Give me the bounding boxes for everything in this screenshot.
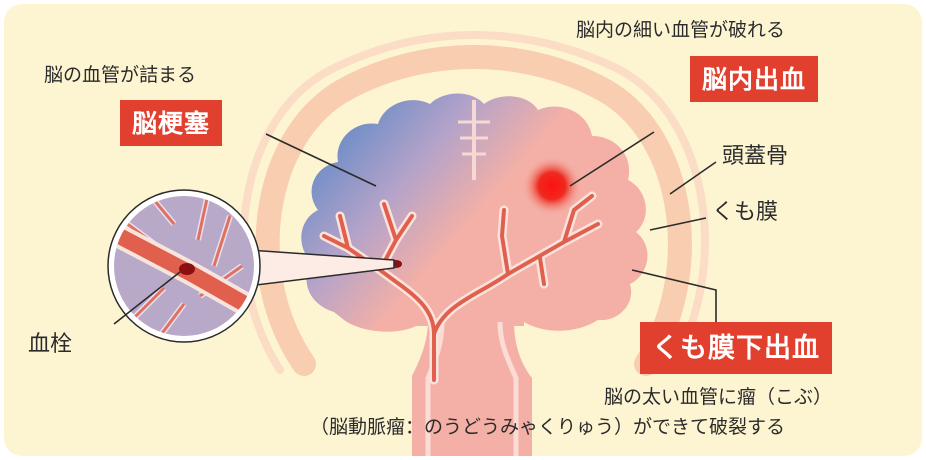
skull-arc (255, 45, 692, 376)
subarachnoid-caption-line1: 脳の太い血管に瘤（こぶ） (604, 386, 833, 408)
thrombus-label: 血栓 (28, 332, 73, 357)
subarachnoid-title-badge: くも膜下出血 (640, 322, 832, 374)
infarction-caption: 脳の血管が詰まる (44, 64, 197, 86)
leader-lines (113, 131, 717, 326)
bleed-spot (522, 156, 582, 216)
vessel-tree (319, 191, 603, 385)
subarachnoid-caption-line2: （脳動脈瘤：のうどうみゃくりゅう）ができて破裂する (310, 416, 786, 438)
intracerebral-caption: 脳内の細い血管が破れる (576, 19, 786, 41)
brain-stem (412, 320, 532, 456)
intracerebral-title-badge: 脳内出血 (690, 56, 819, 102)
arachnoid-label: くも膜 (712, 200, 779, 225)
infarction-title-badge: 脳梗塞 (120, 100, 223, 146)
skull-label: 頭蓋骨 (722, 144, 789, 169)
skull-arc-outer (239, 31, 709, 374)
illustration-panel: 脳の血管が詰まる 脳梗塞 脳内の細い血管が破れる 脳内出血 頭蓋骨 くも膜 くも… (4, 4, 922, 456)
magnified-vessel (114, 196, 254, 336)
brain-diagram (107, 31, 717, 456)
